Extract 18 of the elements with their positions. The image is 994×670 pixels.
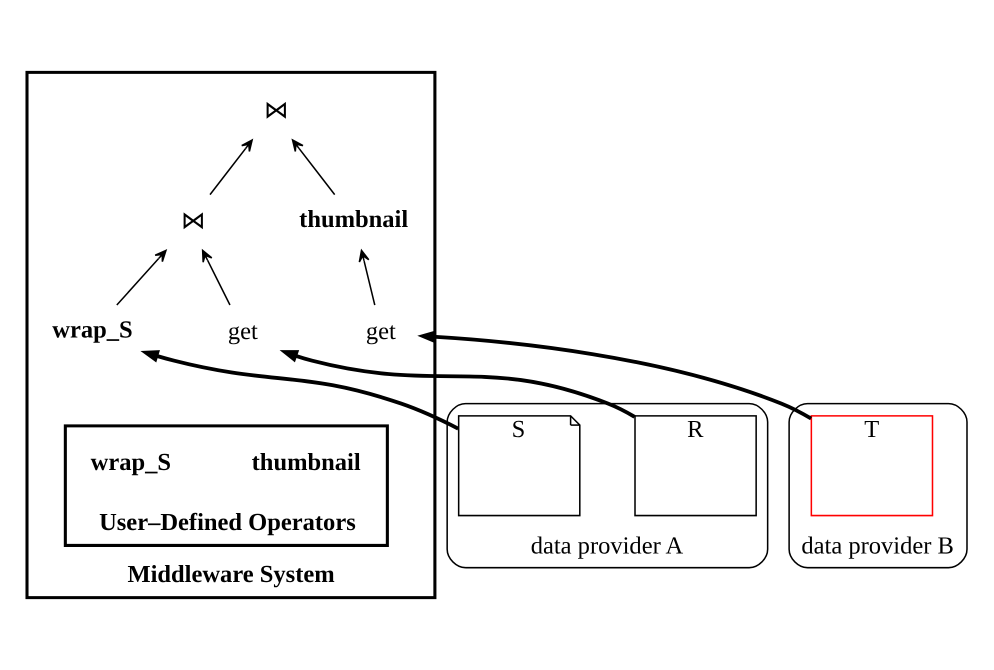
node-text: ⋈ bbox=[264, 97, 289, 124]
node-text: get bbox=[366, 318, 396, 345]
arrow bbox=[140, 350, 460, 430]
node-text: wrap_S bbox=[90, 449, 172, 476]
arrow bbox=[280, 350, 636, 418]
arrow bbox=[292, 139, 336, 196]
node-text: get bbox=[228, 318, 258, 345]
arrow bbox=[209, 139, 253, 196]
arrow bbox=[116, 250, 167, 306]
arrow bbox=[202, 250, 231, 306]
node-box: T bbox=[810, 415, 934, 516]
node-box: R bbox=[634, 415, 757, 516]
arrow bbox=[358, 250, 376, 306]
node-text: ⋈ bbox=[181, 208, 206, 235]
node-text: wrap_S bbox=[52, 316, 133, 344]
node-text: thumbnail bbox=[299, 206, 408, 233]
arrow bbox=[417, 330, 812, 420]
node-text: thumbnail bbox=[252, 449, 361, 476]
